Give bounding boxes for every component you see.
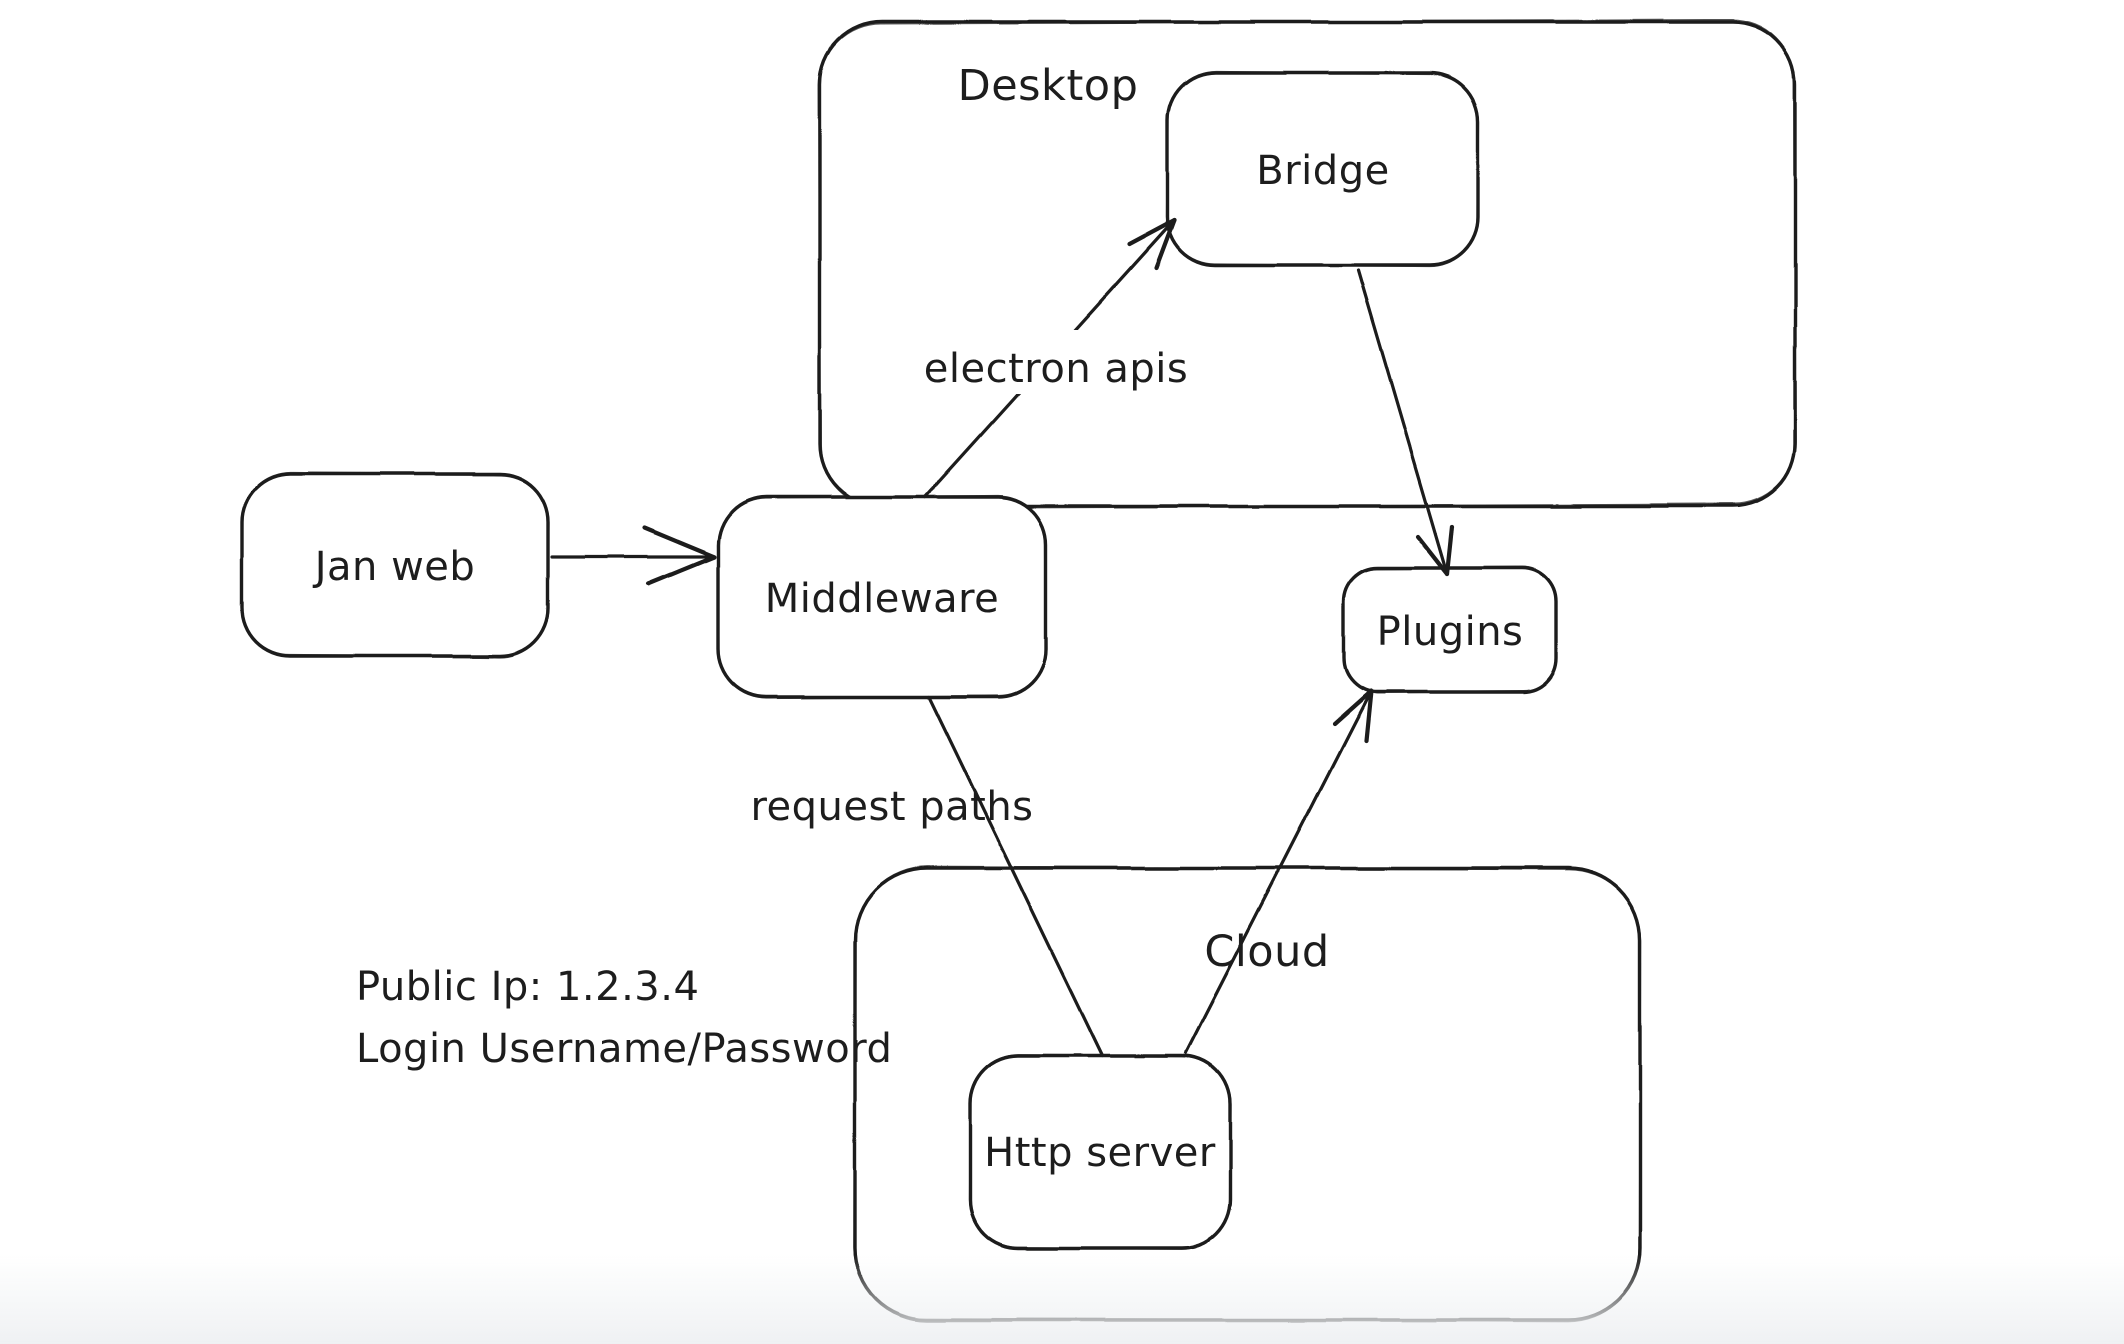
node-middleware-label: Middleware [765,576,1000,622]
node-jan-web [240,471,550,659]
edge-http-server-to-plugins [1184,688,1374,1055]
edge-jan-web-to-middleware [550,525,717,587]
note-public-ip: Public Ip: 1.2.3.4 [356,964,699,1010]
edge-label-mask [912,330,1208,394]
container-desktop-label: Desktop [958,61,1139,111]
node-jan-web-label: Jan web [312,544,476,590]
bottom-fade [0,1254,2124,1344]
edge-middleware-to-http-server [927,695,1104,1058]
node-bridge-label: Bridge [1256,148,1389,194]
node-http-server-label: Http server [984,1130,1216,1176]
node-http-server [968,1054,1232,1250]
node-bridge [1166,70,1480,268]
container-cloud-label: Cloud [1204,927,1329,977]
node-middleware [716,494,1048,700]
note-login: Login Username/Password [356,1026,892,1072]
edge-bridge-to-plugins [1356,268,1455,577]
edge-label-request-paths: request paths [750,784,1033,830]
edge-label-electron-apis: electron apis [924,346,1188,392]
node-plugins-label: Plugins [1377,609,1524,655]
node-plugins [1342,566,1558,694]
